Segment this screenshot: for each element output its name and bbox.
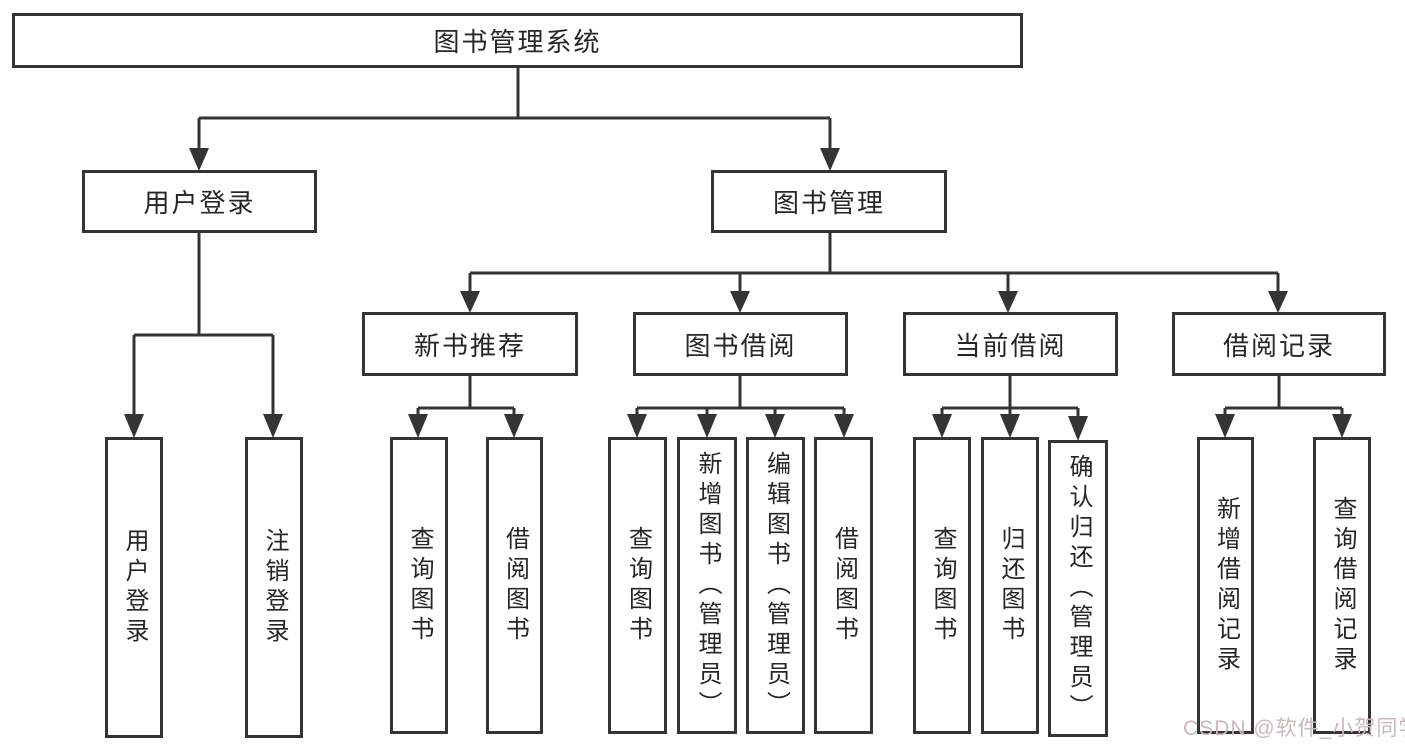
node-root-library-system: 图书管理系统 [12, 13, 1023, 68]
leaf-records-add-record: 新增借阅记录 [1197, 437, 1254, 734]
leaf-borrow-add-books-admin: 新增图书（管理员） [677, 437, 737, 734]
leaf-current-confirm-return-admin-label: 确认归还（管理员） [1065, 453, 1092, 724]
connector-book-management-to-groups [460, 233, 1288, 313]
connector-current-borrow-to-leaves [932, 376, 1088, 441]
leaf-logout: 注销登录 [245, 437, 303, 738]
leaf-newbook-query-books-label: 查询图书 [406, 525, 433, 646]
node-book-management: 图书管理 [711, 170, 947, 233]
csdn-watermark: CSDN @软件_小贺同学 [1183, 717, 1405, 740]
connector-new-book-to-leaves [408, 376, 524, 438]
node-new-book-recommend: 新书推荐 [362, 312, 578, 376]
connector-book-borrow-to-leaves [627, 376, 854, 438]
node-book-management-label: 图书管理 [772, 188, 885, 218]
leaf-borrow-borrow-books-label: 借阅图书 [830, 525, 858, 646]
leaf-current-query-books-label: 查询图书 [929, 525, 956, 646]
leaf-records-add-record-label: 新增借阅记录 [1212, 495, 1240, 676]
node-current-borrow-label: 当前借阅 [954, 330, 1067, 361]
node-user-login-label: 用户登录 [143, 188, 256, 218]
leaf-borrow-query-books-label: 查询图书 [624, 525, 652, 646]
leaf-borrow-query-books: 查询图书 [608, 437, 667, 734]
leaf-borrow-add-books-admin-label: 新增图书（管理员） [694, 450, 721, 721]
connector-root-to-level2 [189, 68, 840, 171]
leaf-borrow-edit-books-admin: 编辑图书（管理员） [746, 437, 805, 734]
node-user-login: 用户登录 [82, 170, 317, 233]
leaf-user-login: 用户登录 [105, 437, 163, 738]
leaf-newbook-borrow-books-label: 借阅图书 [501, 525, 529, 646]
leaf-logout-label: 注销登录 [261, 527, 288, 648]
leaf-newbook-borrow-books: 借阅图书 [486, 437, 543, 734]
connector-borrow-records-to-leaves [1215, 376, 1352, 438]
leaf-current-confirm-return-admin: 确认归还（管理员） [1048, 440, 1108, 737]
leaf-borrow-borrow-books: 借阅图书 [814, 437, 873, 734]
leaf-current-query-books: 查询图书 [913, 437, 971, 734]
leaf-newbook-query-books: 查询图书 [390, 437, 448, 734]
node-current-borrow: 当前借阅 [903, 312, 1118, 376]
node-borrow-records: 借阅记录 [1172, 312, 1386, 376]
leaf-records-query-record: 查询借阅记录 [1313, 437, 1371, 734]
node-root-label: 图书管理系统 [433, 27, 602, 57]
leaf-records-query-record-label: 查询借阅记录 [1329, 495, 1356, 676]
leaf-current-return-books: 归还图书 [981, 437, 1039, 734]
leaf-borrow-edit-books-admin-label: 编辑图书（管理员） [762, 450, 790, 721]
connector-user-login-to-leaves [124, 233, 283, 438]
node-book-borrow-label: 图书借阅 [684, 330, 797, 361]
node-book-borrow: 图书借阅 [633, 312, 848, 376]
leaf-user-login-label: 用户登录 [121, 527, 148, 648]
node-borrow-records-label: 借阅记录 [1222, 330, 1335, 361]
node-new-book-recommend-label: 新书推荐 [413, 330, 526, 361]
leaf-current-return-books-label: 归还图书 [997, 525, 1024, 646]
